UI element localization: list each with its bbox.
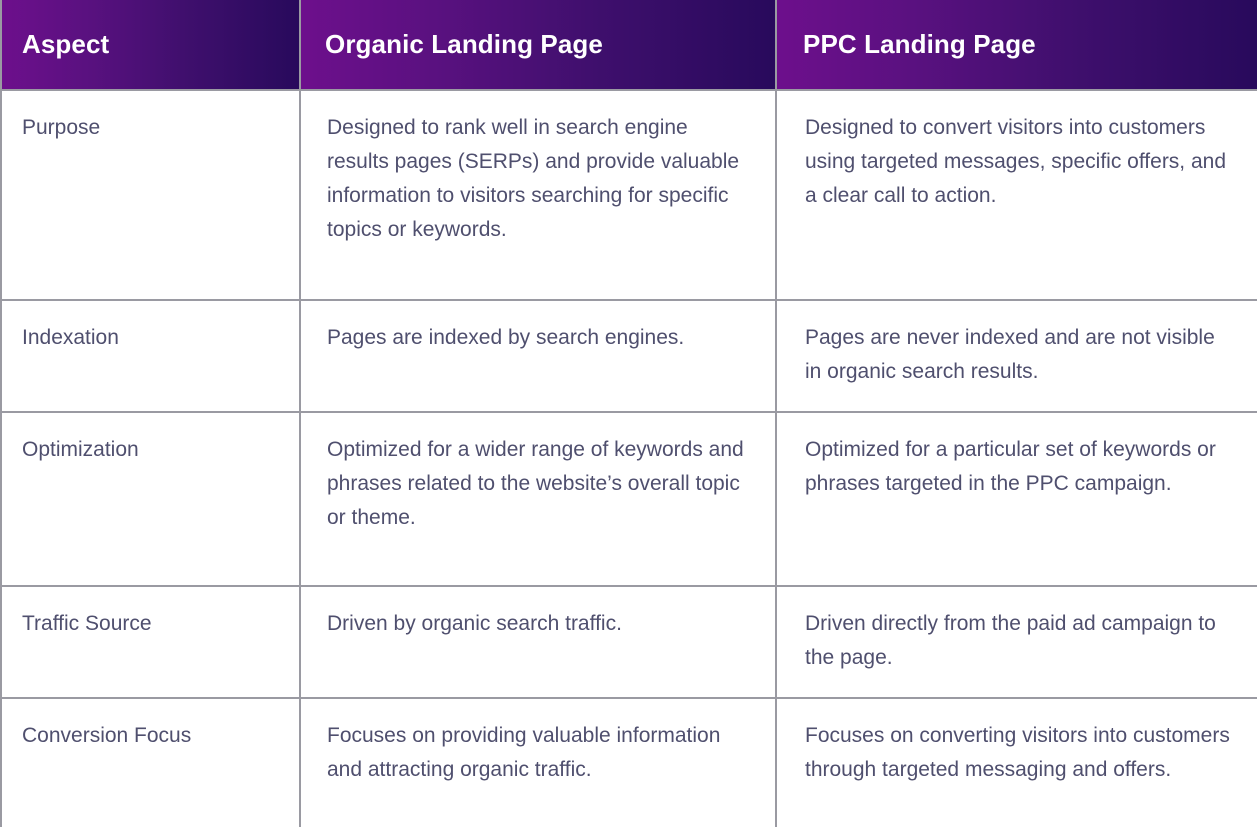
column-header-organic-landing-page: Organic Landing Page [300,0,777,91]
table-row-indexation: Indexation Pages are indexed by search e… [1,300,1257,413]
table-header-row: Aspect Organic Landing Page PPC Landing … [1,0,1257,91]
table-row-optimization: Optimization Optimized for a wider range… [1,412,1257,587]
table-row-purpose: Purpose Designed to rank well in search … [1,90,1257,301]
table-row-traffic-source: Traffic Source Driven by organic search … [1,586,1257,699]
cell-aspect-indexation: Indexation [1,300,301,413]
cell-aspect-conversion-focus: Conversion Focus [1,698,301,827]
cell-organic-conversion-focus: Focuses on providing valuable informatio… [300,698,777,827]
cell-ppc-optimization: Optimized for a particular set of keywor… [776,412,1257,587]
cell-organic-indexation: Pages are indexed by search engines. [300,300,777,413]
table-body: Purpose Designed to rank well in search … [1,90,1257,827]
cell-ppc-indexation: Pages are never indexed and are not visi… [776,300,1257,413]
cell-organic-optimization: Optimized for a wider range of keywords … [300,412,777,587]
cell-organic-traffic-source: Driven by organic search traffic. [300,586,777,699]
column-header-aspect: Aspect [1,0,301,91]
table-header: Aspect Organic Landing Page PPC Landing … [1,0,1257,91]
table-row-conversion-focus: Conversion Focus Focuses on providing va… [1,698,1257,827]
cell-ppc-conversion-focus: Focuses on converting visitors into cust… [776,698,1257,827]
cell-organic-purpose: Designed to rank well in search engine r… [300,90,777,301]
cell-ppc-purpose: Designed to convert visitors into custom… [776,90,1257,301]
column-header-ppc-landing-page: PPC Landing Page [776,0,1257,91]
cell-aspect-purpose: Purpose [1,90,301,301]
cell-aspect-traffic-source: Traffic Source [1,586,301,699]
cell-aspect-optimization: Optimization [1,412,301,587]
cell-ppc-traffic-source: Driven directly from the paid ad campaig… [776,586,1257,699]
